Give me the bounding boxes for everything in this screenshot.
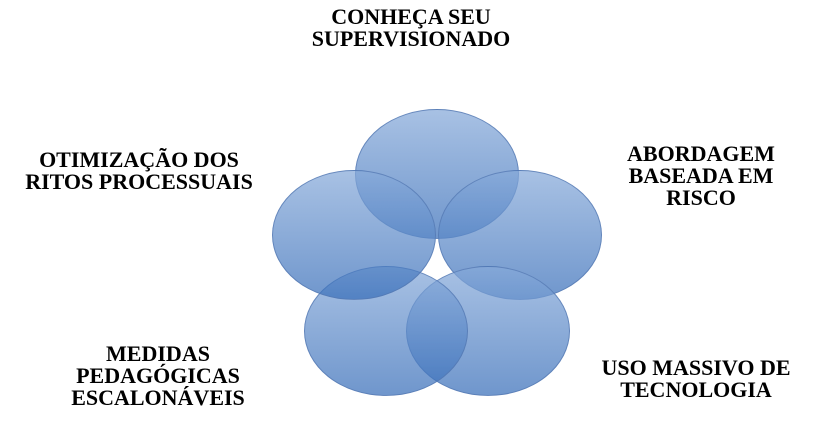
label-conheca-seu-supervisionado: CONHEÇA SEU SUPERVISIONADO: [311, 4, 511, 51]
label-medidas-pedagogicas-escalonaveis: MEDIDAS PEDAGÓGICAS ESCALONÁVEIS: [71, 341, 245, 410]
label-otimizacao-dos-ritos-processuais: OTIMIZAÇÃO DOS RITOS PROCESSUAIS: [25, 147, 253, 194]
venn-circle-upper-left: [272, 170, 436, 300]
label-uso-massivo-de-tecnologia: USO MASSIVO DE TECNOLOGIA: [601, 355, 791, 402]
label-abordagem-baseada-em-risco: ABORDAGEM BASEADA EM RISCO: [627, 141, 775, 210]
